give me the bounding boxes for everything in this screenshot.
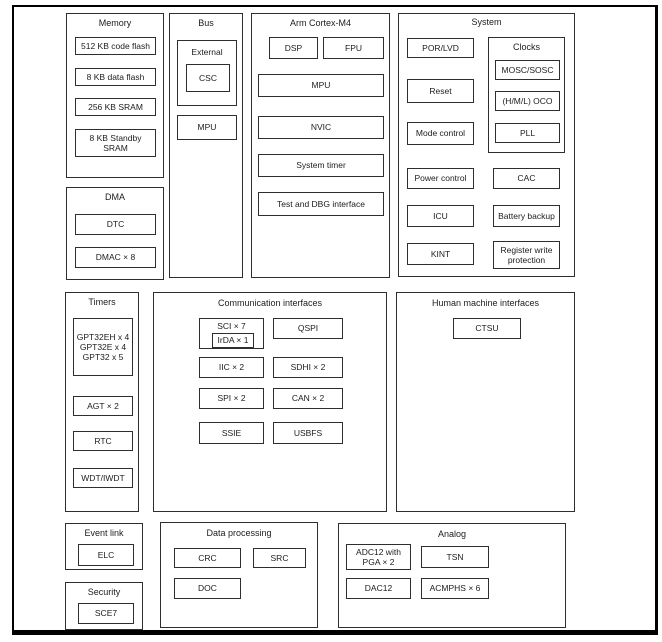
memory-item-data-flash: 8 KB data flash xyxy=(75,68,156,86)
timers-gpt-line-2: GPT32E x 4 xyxy=(79,341,127,352)
system-clocks-box: Clocks MOSC/SOSC (H/M/L) OCO PLL xyxy=(488,37,565,153)
data-processing-title: Data processing xyxy=(206,528,272,538)
bus-csc-box: CSC xyxy=(186,64,230,92)
comm-sci-label: SCI × 7 xyxy=(217,321,246,331)
analog-block: Analog ADC12 with PGA × 2 TSN DAC12 ACMP… xyxy=(338,523,566,628)
comm-spi-box: SPI × 2 xyxy=(199,388,264,409)
comm-irda-box: IrDA × 1 xyxy=(212,333,254,348)
data-processing-src-box: SRC xyxy=(253,548,306,568)
hmi-block: Human machine interfaces CTSU xyxy=(396,292,575,512)
event-link-elc-box: ELC xyxy=(78,544,134,566)
cortex-nvic-box: NVIC xyxy=(258,116,384,139)
cortex-fpu-box: FPU xyxy=(323,37,384,59)
comm-can-box: CAN × 2 xyxy=(273,388,343,409)
system-kint-box: KINT xyxy=(407,243,474,265)
system-battery-backup-box: Battery backup xyxy=(493,205,560,227)
bus-block: Bus External CSC MPU xyxy=(169,13,243,278)
bus-title: Bus xyxy=(198,18,214,28)
event-link-block: Event link ELC xyxy=(65,523,143,570)
dma-item-dmac: DMAC × 8 xyxy=(75,247,156,268)
comm-sdhi-box: SDHI × 2 xyxy=(273,357,343,378)
system-block: System POR/LVD Reset Mode control Power … xyxy=(398,13,575,277)
clocks-mosc-sosc-box: MOSC/SOSC xyxy=(495,60,560,80)
analog-acmphs-box: ACMPHS × 6 xyxy=(421,578,489,599)
security-title: Security xyxy=(87,587,121,597)
system-power-control-box: Power control xyxy=(407,168,474,189)
comm-block: Communication interfaces SCI × 7 IrDA × … xyxy=(153,292,387,512)
system-icu-box: ICU xyxy=(407,205,474,227)
security-block: Security SCE7 xyxy=(65,582,143,630)
bus-external-box: External CSC xyxy=(177,40,237,106)
comm-title: Communication interfaces xyxy=(217,298,323,308)
timers-agt-box: AGT × 2 xyxy=(73,396,133,416)
comm-ssie-box: SSIE xyxy=(199,422,264,444)
bus-external-label: External xyxy=(191,47,223,57)
timers-wdt-box: WDT/IWDT xyxy=(73,468,133,488)
comm-iic-box: IIC × 2 xyxy=(199,357,264,378)
memory-item-code-flash: 512 KB code flash xyxy=(75,37,156,55)
system-register-write-box: Register write protection xyxy=(493,241,560,269)
memory-block: Memory 512 KB code flash 8 KB data flash… xyxy=(66,13,164,178)
event-link-title: Event link xyxy=(84,528,124,538)
comm-usbfs-box: USBFS xyxy=(273,422,343,444)
clocks-pll-box: PLL xyxy=(495,123,560,143)
bus-mpu-box: MPU xyxy=(177,115,237,140)
comm-sci-box: SCI × 7 IrDA × 1 xyxy=(199,318,264,349)
system-title: System xyxy=(471,17,502,27)
data-processing-crc-box: CRC xyxy=(174,548,241,568)
system-mode-control-box: Mode control xyxy=(407,122,474,145)
dma-item-dtc: DTC xyxy=(75,214,156,235)
analog-title: Analog xyxy=(437,529,467,539)
analog-tsn-box: TSN xyxy=(421,546,489,568)
system-por-lvd-box: POR/LVD xyxy=(407,38,474,58)
system-cac-box: CAC xyxy=(493,168,560,189)
timers-gpt-line-1: GPT32EH x 4 xyxy=(76,331,130,342)
system-reset-box: Reset xyxy=(407,79,474,103)
cortex-system-timer-box: System timer xyxy=(258,154,384,177)
data-processing-block: Data processing CRC SRC DOC xyxy=(160,522,318,628)
comm-qspi-box: QSPI xyxy=(273,318,343,339)
cortex-mpu-box: MPU xyxy=(258,74,384,97)
hmi-ctsu-box: CTSU xyxy=(453,318,521,339)
data-processing-doc-box: DOC xyxy=(174,578,241,599)
timers-gpt-line-3: GPT32 x 5 xyxy=(82,352,124,363)
outer-frame xyxy=(12,5,658,635)
dma-title: DMA xyxy=(105,192,125,202)
memory-item-sram: 256 KB SRAM xyxy=(75,98,156,116)
cortex-title: Arm Cortex-M4 xyxy=(289,18,351,28)
cortex-test-dbg-box: Test and DBG interface xyxy=(258,192,384,216)
hmi-title: Human machine interfaces xyxy=(431,298,540,308)
cortex-dsp-box: DSP xyxy=(269,37,318,59)
clocks-oco-box: (H/M/L) OCO xyxy=(495,91,560,111)
memory-title: Memory xyxy=(98,18,132,28)
analog-adc12-box: ADC12 with PGA × 2 xyxy=(346,544,411,570)
memory-item-standby-sram: 8 KB Standby SRAM xyxy=(75,129,156,157)
dma-block: DMA DTC DMAC × 8 xyxy=(66,187,164,280)
timers-gpt-box: GPT32EH x 4 GPT32E x 4 GPT32 x 5 xyxy=(73,318,133,376)
system-clocks-title: Clocks xyxy=(512,42,540,52)
timers-rtc-box: RTC xyxy=(73,431,133,451)
security-sce7-box: SCE7 xyxy=(78,603,134,624)
cortex-block: Arm Cortex-M4 DSP FPU MPU NVIC System ti… xyxy=(251,13,390,278)
analog-dac12-box: DAC12 xyxy=(346,578,411,599)
timers-title: Timers xyxy=(88,297,116,307)
timers-block: Timers GPT32EH x 4 GPT32E x 4 GPT32 x 5 … xyxy=(65,292,139,512)
